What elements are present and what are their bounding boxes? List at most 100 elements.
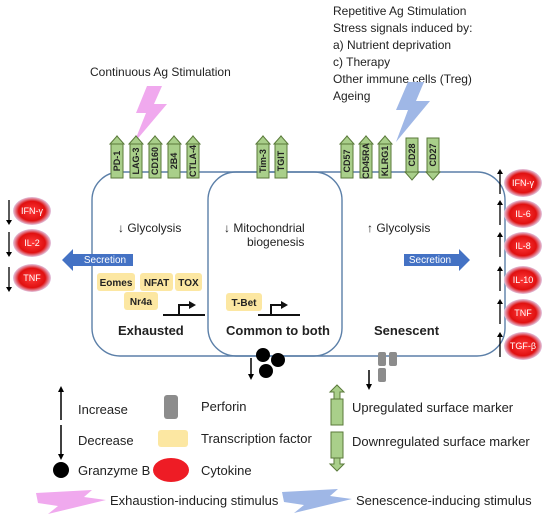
down-marker-icon (328, 431, 346, 472)
surface-marker-tim-3: Tim-3 (254, 134, 272, 179)
surface-marker-cd160: CD160 (146, 134, 164, 179)
common-label: Common to both (226, 323, 330, 338)
continuous-stim-text: Continuous Ag Stimulation (90, 65, 231, 79)
cytokine-label: TNF (23, 273, 41, 283)
surface-marker-cd57: CD57 (338, 134, 356, 179)
perforin-cluster (378, 352, 397, 382)
surface-marker-label: LAG-3 (131, 148, 141, 175)
surface-marker-label: PD-1 (112, 151, 122, 172)
surface-marker-pd-1: PD-1 (108, 134, 126, 179)
surface-marker-label: CTLA-4 (188, 145, 198, 177)
cytokine-tgf-β: TGF-β (497, 332, 542, 360)
legend-cytokine: Cytokine (201, 463, 252, 478)
repetitive-line: c) Therapy (333, 55, 390, 69)
legend-increase: Increase (78, 402, 128, 417)
tf-label: Nr4a (130, 297, 153, 308)
senescent-metabolism: ↑ Glycolysis (367, 221, 430, 235)
up-marker-icon (328, 384, 346, 426)
cytokine-label: IL-2 (24, 238, 40, 248)
surface-marker-label: CD160 (150, 147, 160, 175)
surface-marker-label: CD57 (342, 149, 352, 172)
cytokine-label: IL-8 (515, 241, 531, 251)
common-metabolism-line1: ↓ Mitochondrial (224, 221, 305, 235)
decrease-arrow-icon (6, 267, 12, 292)
surface-markers: PD-1 LAG-3 CD160 2B4 CTLA-4 Tim-3 TGIT CD57 CD45… (108, 134, 442, 181)
legend-up-marker: Upregulated surface marker (352, 400, 514, 415)
secretion-arrow-right (404, 249, 470, 271)
surface-marker-label: CD28 (407, 143, 417, 166)
legend-exh-stim: Exhaustion-inducing stimulus (110, 493, 279, 508)
legend-decrease: Decrease (78, 433, 134, 448)
gene-promoter-icon (163, 304, 205, 316)
legend-granzyme: Granzyme B (78, 463, 150, 478)
tf-box-eomes (97, 273, 135, 291)
tf-icon (158, 430, 188, 447)
legend-down-marker: Downregulated surface marker (352, 434, 530, 449)
senescent-label: Senescent (374, 323, 440, 338)
repetitive-stim-text: Repetitive Ag Stimulation Stress signals… (333, 4, 472, 103)
cytokine-icon (153, 458, 189, 482)
cytokine-label: IL-6 (515, 209, 531, 219)
legend-tf: Transcription factor (201, 431, 312, 446)
decrease-arrow-icon (6, 200, 12, 225)
surface-marker-lag-3: LAG-3 (127, 134, 145, 179)
surface-marker-tgit: TGIT (272, 134, 290, 179)
cytokine-il-8: IL-8 (497, 232, 542, 260)
decrease-arrow-icon (58, 425, 64, 460)
repetitive-line: Stress signals induced by: (333, 21, 472, 35)
surface-marker-label: 2B4 (169, 153, 179, 170)
tf-label: Eomes (100, 278, 133, 289)
exhaustion-bolt-icon (134, 86, 167, 143)
perforin-icon (164, 395, 178, 419)
common-metabolism-line2: biogenesis (247, 235, 304, 249)
cytokine-label: TGF-β (510, 341, 536, 351)
cytokine-ifn-γ: IFN-γ (6, 197, 51, 225)
cytokine-il-6: IL-6 (497, 200, 542, 228)
cytokine-label: IFN-γ (21, 206, 43, 216)
exhausted-label: Exhausted (118, 323, 184, 338)
decrease-arrow-icon (6, 232, 12, 257)
senescence-bolt-icon (396, 82, 430, 142)
tf-box-tox (175, 273, 202, 291)
increase-arrow-icon (497, 266, 503, 291)
surface-marker-klrg1: KLRG1 (376, 134, 394, 179)
tf-label: T-Bet (232, 298, 258, 309)
increase-arrow-icon (497, 299, 503, 324)
cytokine-label: IFN-γ (512, 178, 534, 188)
repetitive-line: Ageing (333, 89, 370, 103)
increase-arrow-icon (497, 332, 503, 357)
repetitive-line: Repetitive Ag Stimulation (333, 4, 466, 18)
decrease-arrow-icon (366, 370, 372, 390)
surface-marker-ctla-4: CTLA-4 (184, 134, 202, 179)
increase-arrow-icon (497, 169, 503, 194)
repetitive-line: Other immune cells (Treg) (333, 72, 472, 86)
surface-marker-label: CD45RA (361, 142, 371, 179)
cytokine-tnf: TNF (497, 299, 542, 327)
granzyme-cluster (256, 348, 285, 378)
legend-sen-stim: Senescence-inducing stimulus (356, 493, 532, 508)
increase-arrow-icon (497, 232, 503, 257)
surface-marker-label: Tim-3 (258, 149, 268, 173)
tf-label: NFAT (144, 278, 169, 289)
repetitive-line: a) Nutrient deprivation (333, 38, 451, 52)
surface-marker-cd45ra: CD45RA (357, 134, 375, 179)
increase-arrow-icon (497, 200, 503, 225)
exhausted-metabolism: ↓ Glycolysis (118, 221, 181, 235)
increase-arrow-icon (58, 386, 64, 420)
cytokine-il-2: IL-2 (6, 229, 51, 257)
surface-marker-label: KLRG1 (380, 146, 390, 177)
cytokine-ifn-γ: IFN-γ (497, 169, 542, 197)
cytokine-label: TNF (514, 308, 532, 318)
granzyme-icon (53, 462, 69, 478)
gene-promoter-arrowhead (189, 301, 196, 309)
surface-marker-label: CD27 (428, 143, 438, 166)
exhaustion-stimulus-icon (36, 490, 106, 514)
cytokine-tnf: TNF (6, 264, 51, 292)
secretion-label-left: Secretion (84, 255, 126, 266)
tf-box-nr4a (124, 292, 158, 310)
gene-promoter-arrowhead (281, 301, 288, 309)
surface-marker-cd27: CD27 (424, 137, 442, 181)
surface-marker-label: TGIT (276, 150, 286, 171)
